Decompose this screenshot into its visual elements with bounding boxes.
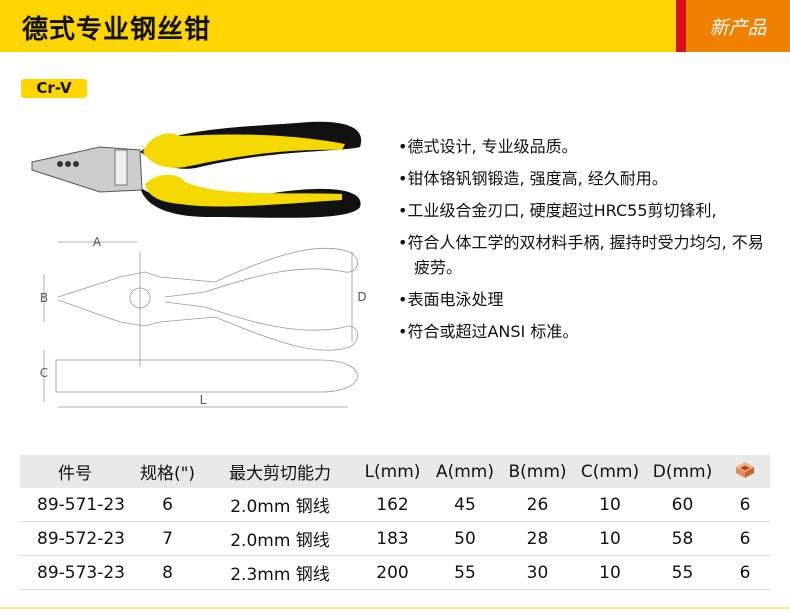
- table-cell: 55: [430, 555, 500, 590]
- table-cell: 89-571-23: [20, 488, 130, 522]
- table-cell: 89-573-23: [20, 555, 130, 590]
- col-header: 规格("): [130, 455, 205, 488]
- table-cell: 2.0mm 钢线: [205, 488, 355, 522]
- table-cell: 6: [720, 555, 770, 590]
- new-product-badge: 新产品: [686, 0, 790, 52]
- table-cell: 28: [500, 521, 575, 556]
- table-cell: 55: [645, 555, 720, 590]
- table-cell: 10: [575, 555, 645, 590]
- col-header: 最大剪切能力: [205, 455, 355, 488]
- material-badge: Cr-V: [21, 79, 87, 98]
- table-cell: 162: [355, 488, 430, 522]
- table-cell: 6: [720, 521, 770, 556]
- spec-table: 件号 规格(") 最大剪切能力 L(mm) A(mm) B(mm) C(mm) …: [20, 455, 770, 590]
- table-cell: 89-572-23: [20, 521, 130, 556]
- dimension-label-l: L: [200, 393, 207, 407]
- table-header-row: 件号 规格(") 最大剪切能力 L(mm) A(mm) B(mm) C(mm) …: [20, 455, 770, 488]
- accent-stripe: [676, 0, 686, 52]
- table-cell: 7: [130, 521, 205, 556]
- table-cell: 200: [355, 555, 430, 590]
- col-header: L(mm): [355, 455, 430, 488]
- page-title: 德式专业钢丝钳: [22, 15, 212, 45]
- table-cell: 10: [575, 521, 645, 556]
- table-cell: 2.3mm 钢线: [205, 555, 355, 590]
- table-cell: 8: [130, 555, 205, 590]
- feature-item: •钳体铬钒钢锻造, 强度高, 经久耐用。: [398, 169, 668, 188]
- header-bar: 德式专业钢丝钳 新产品: [0, 0, 790, 52]
- dimension-label-d: D: [357, 290, 366, 304]
- box-icon: [736, 462, 754, 478]
- feature-item: •符合人体工学的双材料手柄, 握持时受力均匀, 不易疲劳。: [398, 233, 764, 277]
- feature-item: •德式设计, 专业级品质。: [398, 137, 578, 156]
- table-cell: 6: [720, 488, 770, 522]
- table-cell: 30: [500, 555, 575, 590]
- table-cell: 58: [645, 521, 720, 556]
- pliers-photo: [31, 121, 362, 218]
- col-header-box: [720, 455, 770, 488]
- col-header: C(mm): [575, 455, 645, 488]
- table-cell: 10: [575, 488, 645, 522]
- table-cell: 6: [130, 488, 205, 522]
- feature-item: •符合或超过ANSI 标准。: [398, 322, 579, 341]
- feature-item: •表面电泳处理: [398, 290, 504, 309]
- table-cell: 45: [430, 488, 500, 522]
- col-header: A(mm): [430, 455, 500, 488]
- feature-item: •工业级合金刃口, 硬度超过HRC55剪切锋利,: [398, 201, 717, 220]
- dimension-label-c: C: [40, 366, 48, 380]
- pliers-illustration: A B C D L: [31, 121, 367, 408]
- table-cell: 2.0mm 钢线: [205, 521, 355, 556]
- table-cell: 50: [430, 521, 500, 556]
- table-cell: 26: [500, 488, 575, 522]
- feature-list: •德式设计, 专业级品质。 •钳体铬钒钢锻造, 强度高, 经久耐用。 •工业级合…: [398, 134, 778, 351]
- col-header: B(mm): [500, 455, 575, 488]
- col-header: 件号: [20, 455, 130, 488]
- dimension-label-a: A: [93, 235, 102, 249]
- dimension-drawing: [43, 241, 359, 408]
- dimension-label-b: B: [40, 291, 48, 305]
- footer-line: [0, 607, 790, 609]
- table-cell: 60: [645, 488, 720, 522]
- table-cell: 183: [355, 521, 430, 556]
- col-header: D(mm): [645, 455, 720, 488]
